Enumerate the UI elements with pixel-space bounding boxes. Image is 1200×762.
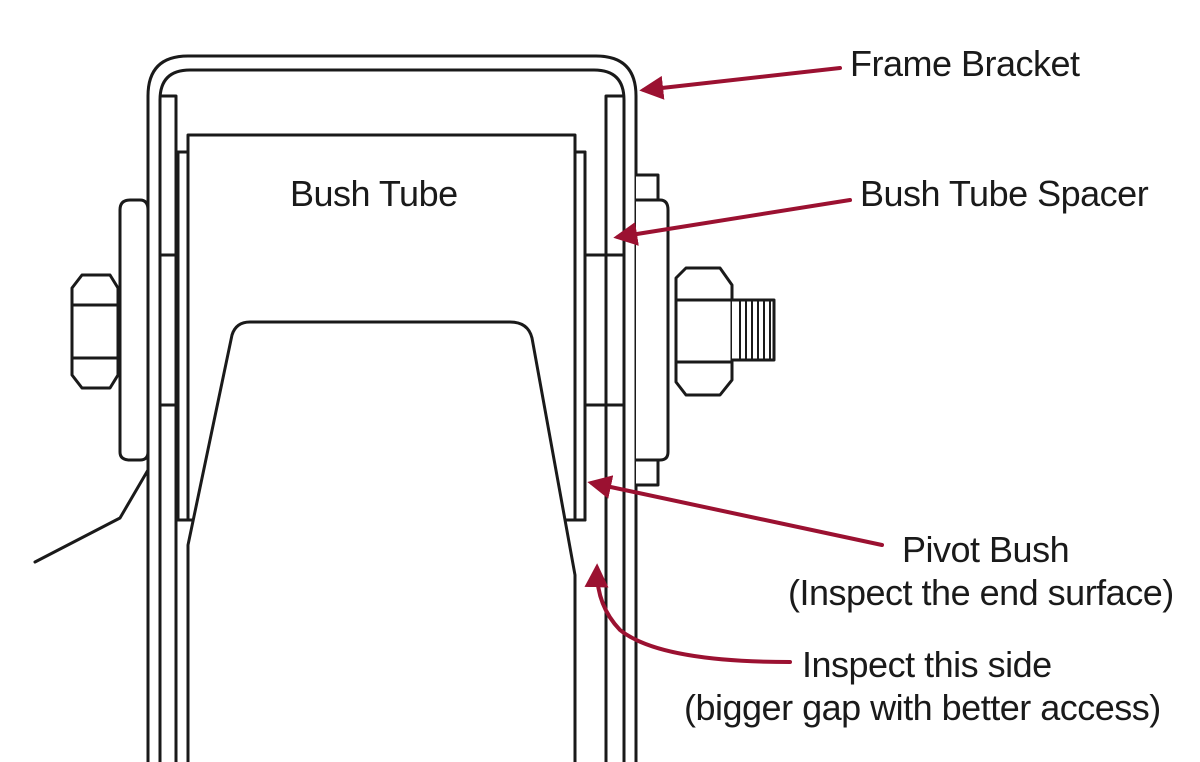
arrow-frame-bracket	[639, 66, 842, 100]
arrow-inspect-side	[584, 563, 792, 664]
frame-bracket-shape	[146, 54, 638, 762]
label-bush-tube-spacer: Bush Tube Spacer	[860, 173, 1149, 214]
label-inspect-side-note: (bigger gap with better access)	[684, 687, 1161, 728]
label-pivot-bush: Pivot Bush	[902, 529, 1070, 570]
callout-arrows	[584, 66, 884, 664]
right-bolt-assembly	[634, 173, 776, 487]
arrow-pivot-bush	[587, 475, 884, 547]
label-bush-tube: Bush Tube	[290, 173, 458, 214]
inner-plates	[158, 94, 626, 762]
left-bolt-assembly	[70, 198, 150, 462]
bush-tube-shape	[176, 133, 587, 522]
bush-tube-spacer-shape	[583, 253, 608, 407]
label-frame-bracket: Frame Bracket	[850, 43, 1080, 84]
label-inspect-side: Inspect this side	[802, 644, 1052, 685]
arrow-bush-tube-spacer	[613, 198, 852, 246]
trailing-arm-shape	[33, 320, 577, 762]
label-pivot-bush-note: (Inspect the end surface)	[788, 572, 1174, 613]
